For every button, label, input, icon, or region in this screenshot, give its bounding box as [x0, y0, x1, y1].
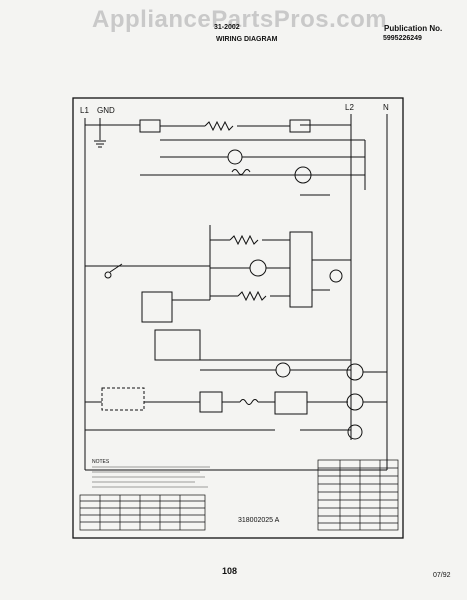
- notes-section: NOTES: [92, 459, 210, 488]
- notes-label: NOTES: [92, 459, 110, 465]
- bake-element: [237, 290, 267, 302]
- surface-unit-switch: [139, 119, 161, 133]
- surface-element-circuit: [139, 119, 366, 196]
- surface-element: [204, 120, 234, 132]
- surface-indicator-lamp: [227, 149, 243, 165]
- publication-number: 5995226249: [383, 35, 422, 42]
- page-title: WIRING DIAGRAM: [216, 36, 278, 43]
- latch-motor-coil: [239, 399, 259, 405]
- revision-date: 07/92: [433, 572, 451, 579]
- oven-light: [346, 393, 364, 411]
- terminal-n-label: N: [383, 103, 389, 112]
- diagram-border: [72, 97, 404, 539]
- door-switch: [199, 391, 223, 413]
- oven-light-switch: [274, 391, 308, 415]
- notes-lines: [92, 466, 210, 488]
- document-code: 31-2002: [214, 24, 240, 31]
- lock-switch-box: [101, 387, 145, 411]
- surface-unit-switch-right: [289, 119, 311, 133]
- switch-chart-right: [317, 459, 399, 531]
- lock-switch: [154, 329, 201, 361]
- watermark: AppliancePartsPros.com: [92, 6, 388, 33]
- fluorescent-lamp: [294, 166, 312, 184]
- door-lock-circuit: [85, 387, 387, 471]
- selector-switch: [289, 231, 313, 308]
- lock-indicator-circuit: [200, 362, 387, 381]
- publication-label: Publication No.: [384, 24, 443, 33]
- terminal-gnd-label: GND: [97, 106, 115, 115]
- ground-symbol: [94, 140, 106, 148]
- clock-motor: [346, 363, 364, 381]
- lock-indicator-lamp: [275, 362, 291, 378]
- thermostat-circuit: [85, 263, 351, 361]
- relay-coil: [231, 169, 251, 175]
- oven-element-circuit: [209, 225, 351, 308]
- oven-indicator-lamp: [249, 259, 267, 277]
- switch-chart-left: [79, 494, 206, 531]
- page-number: 108: [222, 566, 238, 576]
- broil-element: [229, 234, 259, 246]
- supply-rails: [84, 114, 388, 470]
- terminal-l2-label: L2: [345, 103, 354, 112]
- part-number: 318002025 A: [238, 517, 280, 524]
- clock-switch: [329, 269, 343, 283]
- oven-selector-switch: [141, 291, 173, 323]
- terminal-l1-label: L1: [80, 106, 89, 115]
- oven-lamp: [347, 424, 363, 440]
